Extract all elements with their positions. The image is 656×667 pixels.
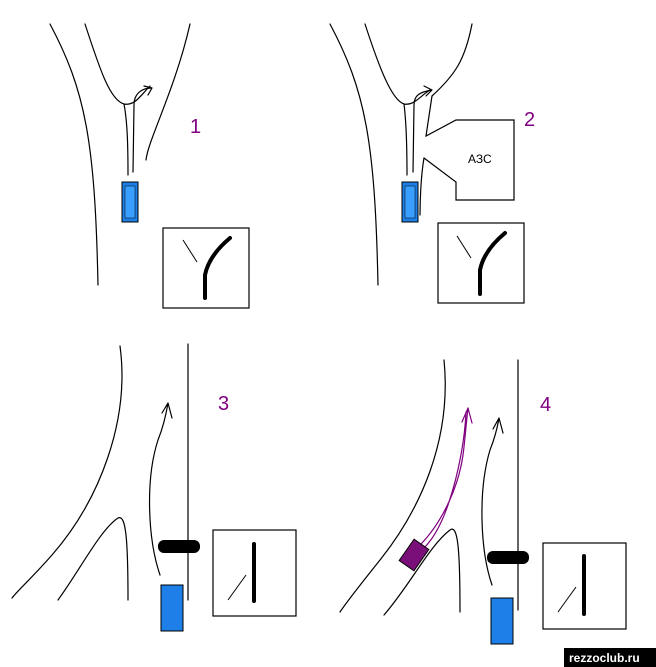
- road-sign-main-road-adjacent: [212, 529, 297, 617]
- gas-station-outline: [423, 95, 515, 201]
- panel-number-1: 1: [190, 116, 201, 138]
- road-inner-curve: [383, 528, 461, 616]
- road-right-edge: [145, 23, 191, 161]
- road-outer-curve: [339, 359, 446, 613]
- gas-station-label: АЗС: [468, 152, 492, 166]
- sign-branch-left: [557, 586, 577, 613]
- road-sign-fork: [162, 227, 250, 309]
- blue-car-window: [124, 185, 136, 219]
- road-sign-fork: [437, 222, 525, 304]
- sign-branch-left: [227, 574, 247, 601]
- road-sign-main-road-adjacent: [542, 542, 627, 630]
- watermark: rezzoclub.ru: [564, 648, 656, 667]
- direction-arrow: [132, 85, 153, 173]
- obstacle: [158, 540, 200, 553]
- direction-arrow: [481, 417, 504, 586]
- sign-main-road: [203, 236, 232, 300]
- purple-car-path: [419, 407, 473, 549]
- road-left-edge: [329, 23, 379, 286]
- sign-main-road: [478, 231, 507, 296]
- blue-car: [160, 584, 184, 632]
- blue-car-window: [404, 185, 416, 219]
- panel-1: 1: [49, 23, 250, 309]
- panel-2: АЗС 2: [329, 23, 535, 304]
- direction-arrow: [412, 85, 433, 173]
- panel-3: 3: [11, 343, 297, 632]
- purple-car: [398, 538, 430, 572]
- obstacle: [487, 551, 529, 564]
- direction-arrow: [148, 402, 173, 576]
- road-left-edge: [49, 23, 99, 286]
- road-right-edge: [419, 23, 473, 216]
- road-fork-median: [84, 23, 151, 176]
- road-outer-curve: [11, 345, 123, 599]
- panel-number-2: 2: [524, 109, 535, 131]
- watermark-text: rezzoclub.ru: [569, 651, 640, 665]
- panel-4: 4: [339, 359, 627, 645]
- gas-station: АЗС: [423, 95, 515, 201]
- panel-number-3: 3: [218, 393, 229, 415]
- road-inner-curve: [57, 517, 129, 601]
- blue-car: [490, 597, 514, 645]
- sign-branch-left: [182, 239, 198, 263]
- panel-number-4: 4: [540, 394, 551, 416]
- road-fork-median: [364, 23, 431, 176]
- sign-branch-left: [456, 235, 472, 259]
